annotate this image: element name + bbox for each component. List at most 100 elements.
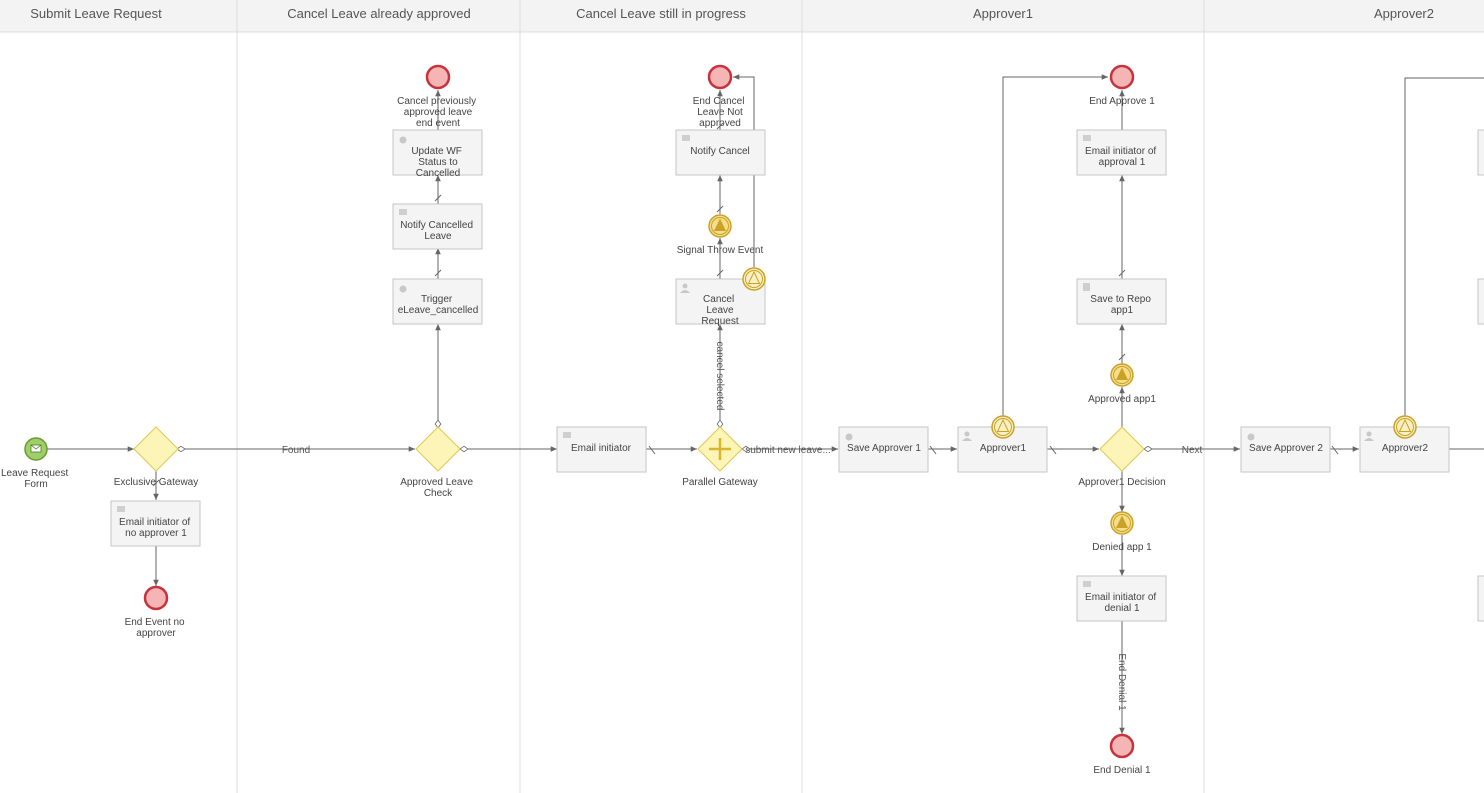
label-line: Form: [24, 479, 47, 490]
label-email-no-approver: Email initiator of no approver 1: [119, 517, 193, 539]
label-line: approver: [136, 628, 176, 639]
label-line: Cancelled: [416, 168, 460, 179]
boundary-signal-event-approver1[interactable]: [991, 415, 1015, 439]
tasks: [110, 129, 1484, 622]
label-line: approved: [699, 118, 741, 129]
task-email-approval1[interactable]: [1076, 129, 1167, 176]
signal-icon: [1398, 418, 1412, 432]
node-labels: Leave Request Form Exclusive Gateway Ema…: [1, 96, 1429, 776]
flow-approver2-boundary-out[interactable]: [1404, 77, 1484, 417]
task-email-no-approver[interactable]: [110, 500, 201, 547]
label-save-repo-app1: Save to Repo app1: [1090, 294, 1153, 316]
start-event-leave-form[interactable]: [24, 437, 48, 461]
boundary-signal-event-approver2[interactable]: [1393, 415, 1417, 439]
flow-label-cancel-selected: cancel selected: [714, 342, 725, 411]
label-line: Request: [701, 316, 738, 327]
end-event-no-approver[interactable]: [143, 585, 169, 611]
label-denied-app1: Denied app 1: [1092, 542, 1152, 553]
label-end-approve1: End Approve 1: [1089, 96, 1155, 107]
end-event-approve1[interactable]: [1109, 64, 1135, 90]
label-signal-throw: Signal Throw Event: [677, 245, 764, 256]
lane-header-bar: [0, 0, 1484, 32]
label-start-form: Leave Request Form: [1, 468, 71, 490]
lane-title-submit[interactable]: Submit Leave Request: [30, 6, 162, 21]
label-notify-cancel: Notify Cancel: [690, 146, 749, 157]
task-notify-cancelled-leave[interactable]: [392, 203, 483, 250]
task-email-initiator[interactable]: [556, 426, 647, 473]
sequence-flows: [47, 74, 1484, 734]
boundary-signal-event-cancel[interactable]: [742, 267, 766, 291]
signal-event-approved-app1[interactable]: [1110, 363, 1134, 387]
task-email-denial1[interactable]: [1076, 575, 1167, 622]
label-line: approved leave: [404, 107, 473, 118]
flow-label-submit-new: submit new leave...: [745, 445, 831, 456]
label-parallel-gateway: Parallel Gateway: [682, 477, 758, 488]
user-icon: [964, 431, 970, 437]
exclusive-gateway[interactable]: [133, 426, 179, 472]
label-line: Check: [424, 488, 453, 499]
task-offscreen: [1477, 129, 1484, 176]
label-end-no-approver: End Event no approver: [125, 617, 188, 639]
label-approver1-task: Approver1: [980, 443, 1027, 454]
task-offscreen: [1477, 278, 1484, 325]
signal-icon: [996, 418, 1010, 432]
user-icon: [682, 283, 688, 289]
task-trigger-cancelled[interactable]: [392, 278, 483, 325]
end-event-cancel-previous[interactable]: [425, 64, 451, 90]
label-line: Status to: [418, 157, 458, 168]
label-approved-leave-check: Approved Leave Check: [400, 477, 476, 499]
signal-event-denied-app1[interactable]: [1110, 511, 1134, 535]
end-event-cancel-not-approved[interactable]: [707, 64, 733, 90]
task-update-wf-status[interactable]: [392, 129, 483, 176]
gear-icon: [399, 285, 407, 293]
label-line: app1: [1111, 305, 1134, 316]
label-approver1-decision: Approver1 Decision: [1078, 477, 1165, 488]
boundary-events: [742, 267, 1417, 439]
label-save-approver2: Save Approver 2: [1249, 443, 1323, 454]
flow-label-end-denial: End Denial 1: [1116, 653, 1127, 711]
label-end-denial1: End Denial 1: [1093, 765, 1151, 776]
label-email-denial1: Email initiator of denial 1: [1085, 592, 1159, 614]
label-line: denial 1: [1104, 603, 1139, 614]
flow-approver1-boundary-to-end[interactable]: [1002, 74, 1108, 417]
label-line: no approver 1: [125, 528, 187, 539]
gear-icon: [845, 433, 853, 441]
end-event-denial1[interactable]: [1109, 733, 1135, 759]
approver1-decision-gateway[interactable]: [1099, 426, 1145, 472]
task-save-approver2[interactable]: [1240, 426, 1331, 473]
task-save-repo-app1[interactable]: [1076, 278, 1167, 325]
label-exclusive-gateway: Exclusive Gateway: [114, 477, 198, 488]
flow-label-found: Found: [282, 445, 310, 456]
flow-boundary-to-end[interactable]: [733, 74, 755, 267]
gateways: [133, 426, 1145, 472]
lane-title-cancel-approved[interactable]: Cancel Leave already approved: [287, 6, 471, 21]
label-line: Leave: [424, 231, 452, 242]
label-line: Leave Not: [697, 107, 743, 118]
lane-title-cancel-progress[interactable]: Cancel Leave still in progress: [576, 6, 746, 21]
signal-icon: [1116, 367, 1128, 380]
gear-icon: [1247, 433, 1255, 441]
lane-title-approver1[interactable]: Approver1: [973, 6, 1033, 21]
label-line: approval 1: [1099, 157, 1146, 168]
mail-icon: [563, 432, 571, 438]
task-save-approver1[interactable]: [838, 426, 929, 473]
label-line: Leave: [706, 305, 734, 316]
flow-label-next: Next: [1182, 445, 1203, 456]
mail-icon: [682, 135, 690, 141]
approved-leave-check-gateway[interactable]: [415, 426, 461, 472]
label-line: end event: [416, 118, 460, 129]
task-notify-cancel[interactable]: [675, 129, 766, 176]
task-offscreen: [1477, 575, 1484, 622]
signal-icon: [1116, 515, 1128, 528]
mail-icon: [1083, 581, 1091, 587]
parallel-gateway[interactable]: [697, 426, 743, 472]
signal-throw-event[interactable]: [708, 214, 732, 238]
label-approver2-task: Approver2: [1382, 443, 1429, 454]
lane-title-approver2[interactable]: Approver2: [1374, 6, 1434, 21]
